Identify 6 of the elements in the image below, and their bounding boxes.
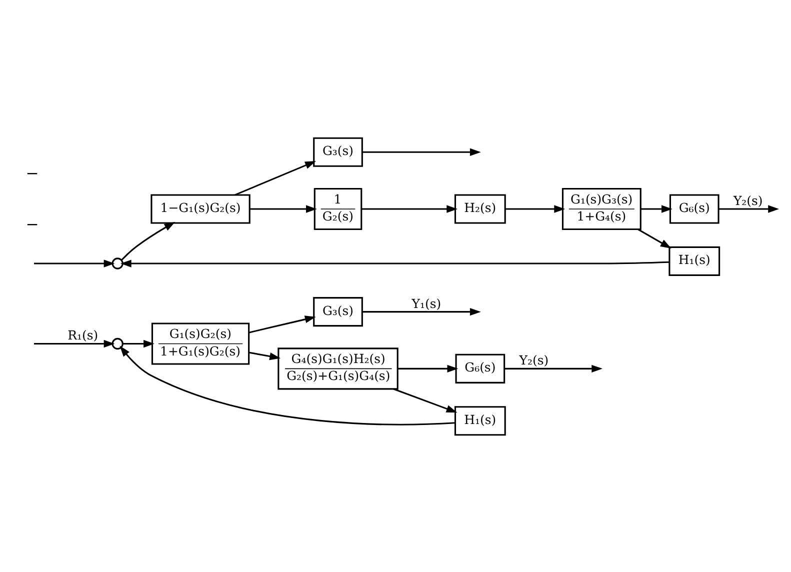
edge-label: Y₂(s): [733, 192, 763, 208]
edge-label: Y₂(s): [519, 352, 549, 368]
label: −: [26, 164, 39, 182]
edge-label: Y₁(s): [412, 295, 442, 310]
edge-label: R₁(s): [68, 327, 98, 342]
label: −: [26, 214, 39, 233]
